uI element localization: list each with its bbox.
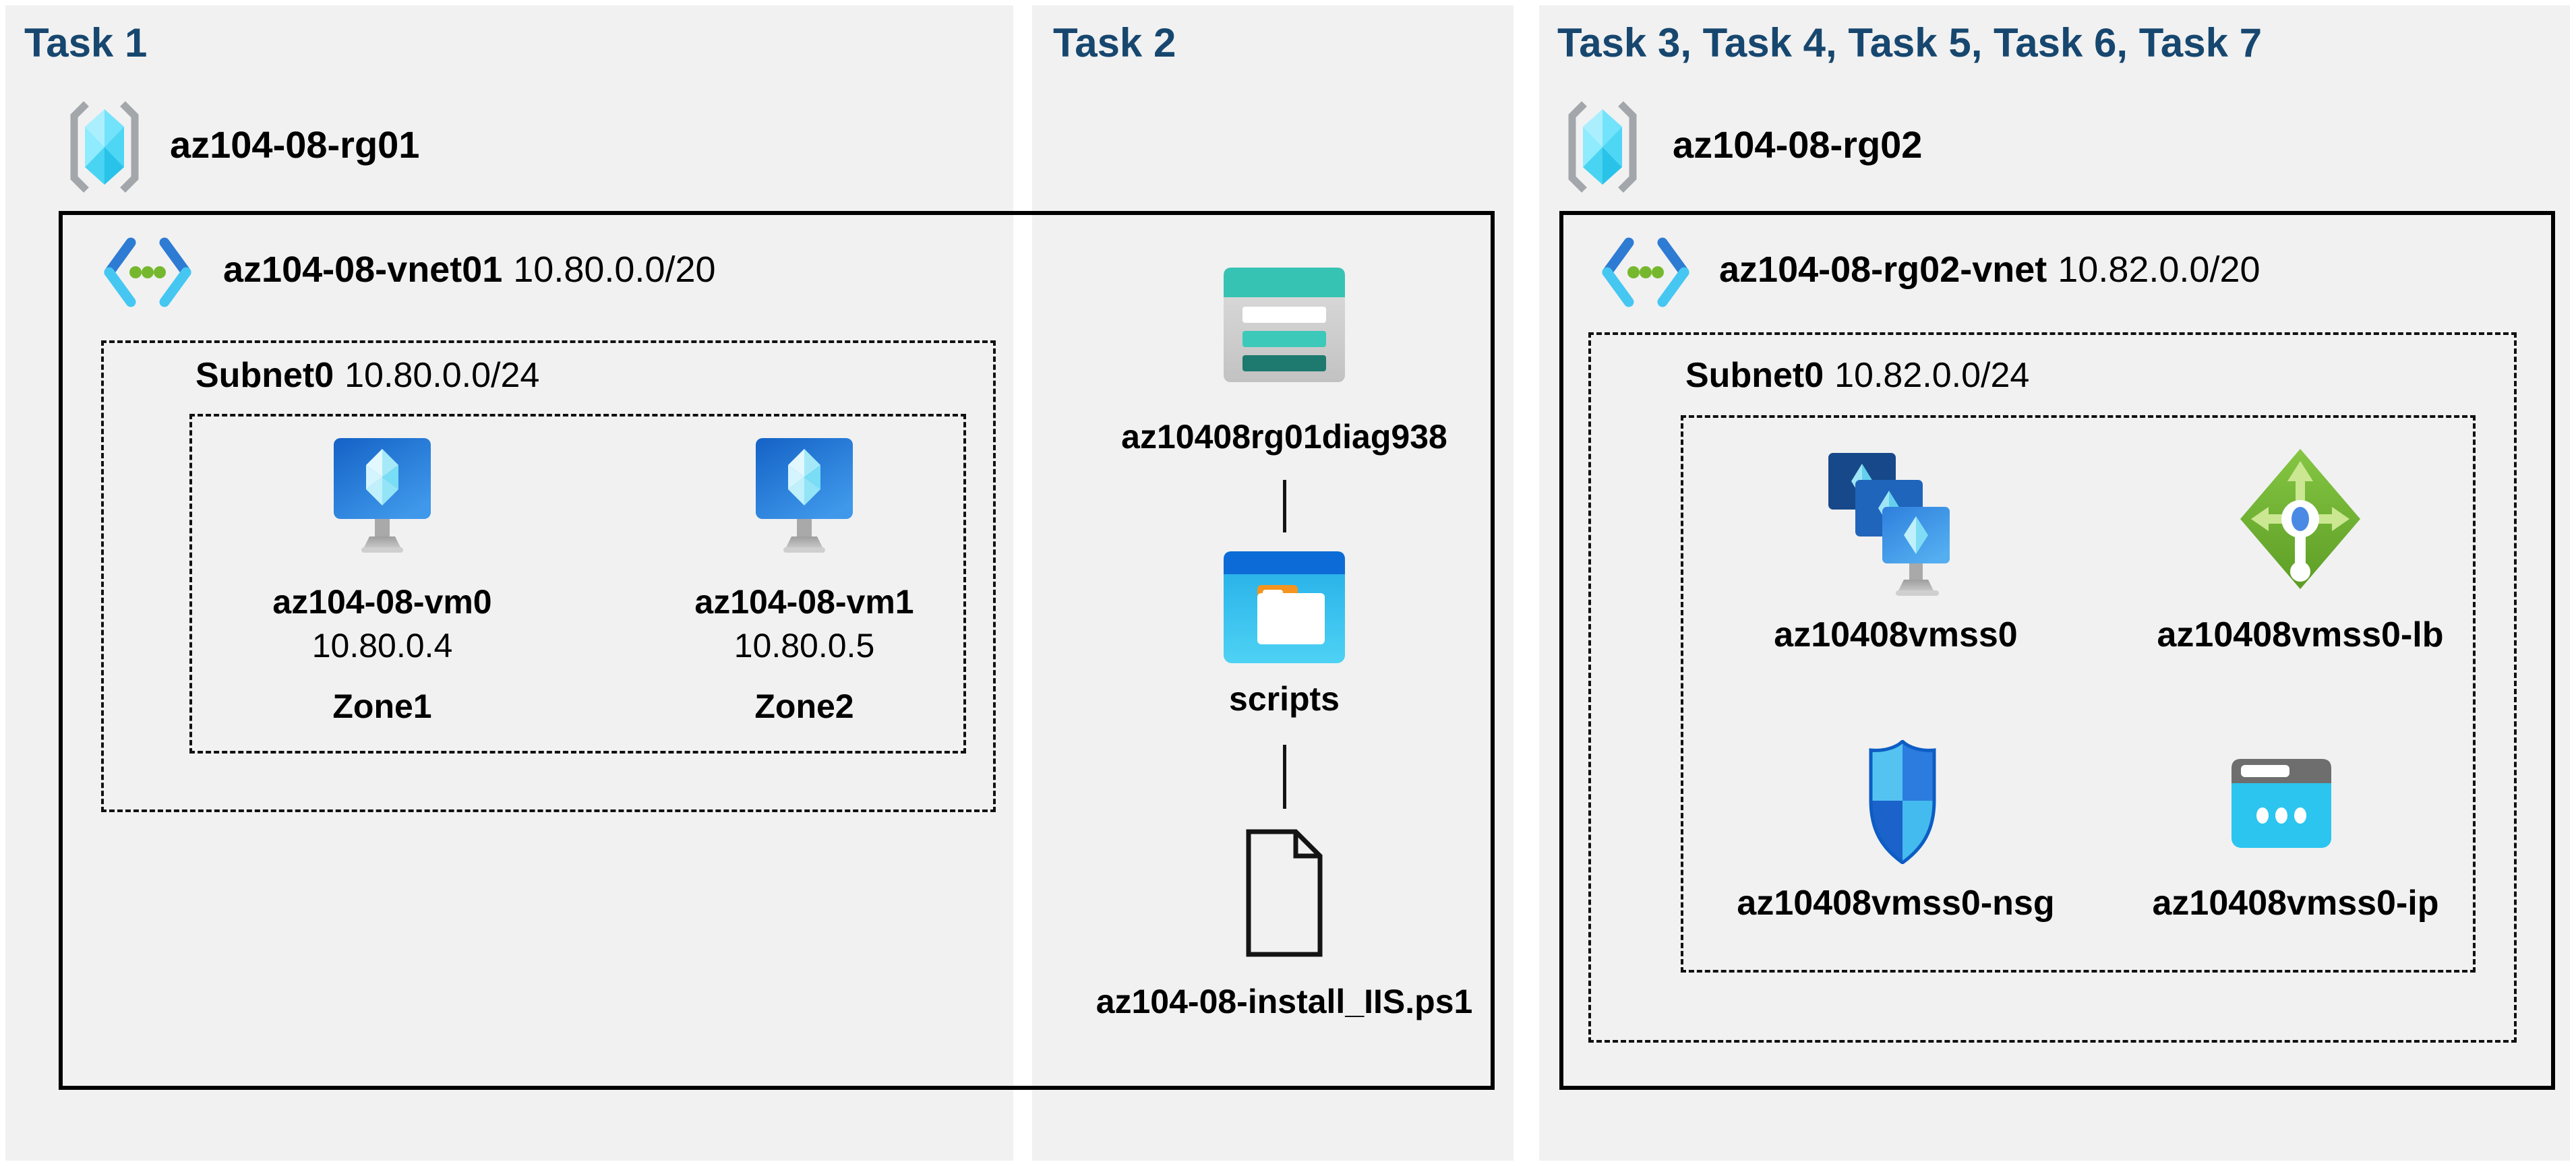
- file-icon: [1242, 826, 1327, 960]
- task3-title: Task 3, Task 4, Task 5, Task 6, Task 7: [1557, 20, 2263, 65]
- vm-name: az104-08-vm0: [272, 583, 492, 621]
- resource-group-icon: [62, 100, 147, 194]
- vnet-cidr: 10.80.0.0/20: [513, 249, 716, 290]
- task1-title: Task 1: [24, 20, 148, 65]
- nsg-icon: [1859, 740, 1946, 864]
- subnet-box: [1588, 332, 2517, 1043]
- task2-title: Task 2: [1053, 20, 1176, 65]
- task3-panel: [1539, 5, 2570, 1161]
- vnet-box-rg01: [59, 211, 1495, 1090]
- vm-ip: 10.80.0.5: [733, 627, 875, 665]
- vnet-icon: [100, 233, 196, 311]
- storage-account-icon: [1224, 268, 1345, 382]
- subnet-label: Subnet0 10.82.0.0/24: [1685, 358, 2029, 393]
- subnet-cidr: 10.82.0.0/24: [1834, 356, 2030, 395]
- vm-zone: Zone2: [754, 687, 854, 725]
- subnet-label: Subnet0 10.80.0.0/24: [196, 358, 539, 393]
- container-label: scripts: [1229, 680, 1340, 718]
- load-balancer-label: az10408vmss0-lb: [2157, 615, 2444, 654]
- connector-storage-container: [1283, 480, 1286, 532]
- resource-group-label: az104-08-rg01: [170, 123, 420, 166]
- task1-panel: [5, 5, 1013, 1161]
- subnet-box: [101, 340, 996, 812]
- public-ip-icon: [2231, 759, 2331, 848]
- vnet-cidr: 10.82.0.0/20: [2058, 249, 2260, 290]
- subnet-name: Subnet0: [196, 356, 334, 395]
- vm-name: az104-08-vm1: [694, 583, 914, 621]
- vm-ip: 10.80.0.4: [311, 627, 453, 665]
- vmss-icon: [1826, 453, 1955, 603]
- resource-group-icon: [1560, 100, 1645, 194]
- vmss-group-box: [1681, 415, 2476, 973]
- availability-zone-box: [189, 414, 966, 754]
- vnet-label: az104-08-rg02-vnet 10.82.0.0/20: [1719, 251, 2260, 288]
- vnet-box-rg02: [1559, 211, 2555, 1090]
- vm-zone: Zone1: [332, 687, 432, 725]
- subnet-cidr: 10.80.0.0/24: [345, 356, 540, 395]
- load-balancer-icon: [2239, 448, 2362, 590]
- subnet-name: Subnet0: [1685, 356, 1824, 395]
- vnet-name: az104-08-vnet01: [223, 249, 503, 290]
- nsg-label: az10408vmss0-nsg: [1737, 884, 2055, 923]
- blob-container-icon: [1224, 551, 1345, 663]
- connector-container-file: [1283, 745, 1286, 809]
- vm-icon: [754, 438, 855, 554]
- vmss-label: az10408vmss0: [1774, 615, 2018, 654]
- vnet-name: az104-08-rg02-vnet: [1719, 249, 2047, 290]
- vm-icon: [332, 438, 433, 554]
- public-ip-label: az10408vmss0-ip: [2152, 884, 2439, 923]
- vnet-icon: [1598, 233, 1694, 311]
- file-label: az104-08-install_IIS.ps1: [1096, 983, 1473, 1020]
- resource-group-label: az104-08-rg02: [1673, 123, 1923, 166]
- storage-account-label: az10408rg01diag938: [1121, 418, 1447, 456]
